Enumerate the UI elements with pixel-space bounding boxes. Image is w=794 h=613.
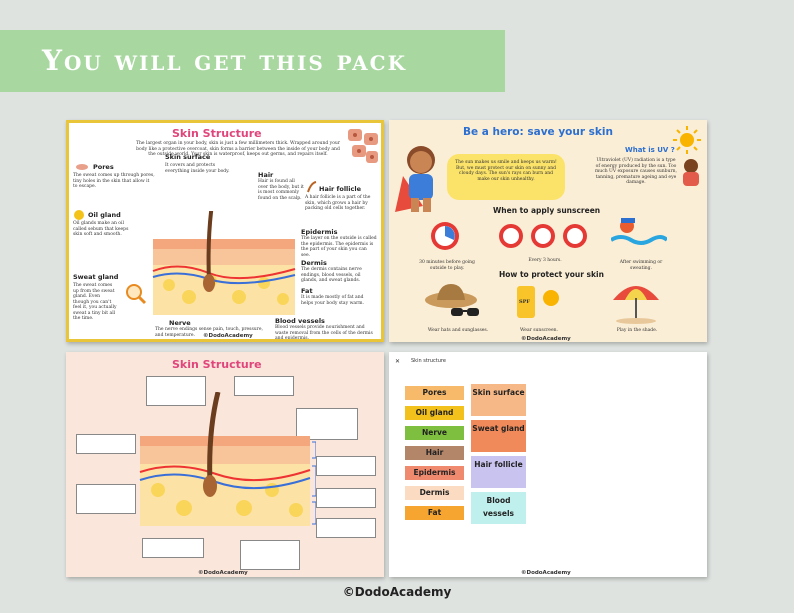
sunscreen-bottle-icon	[517, 286, 559, 318]
speech-bubble	[447, 154, 565, 200]
save-your-skin-card: Be a hero: save your skin The sun makes …	[389, 120, 707, 342]
card2-title: Be a hero: save your skin	[463, 126, 613, 138]
sunburn-person-icon	[683, 159, 699, 186]
copyright-text: ©DodoAcademy	[342, 585, 452, 599]
hair-follicle-label: Hair follicle	[319, 185, 361, 193]
card1-title: Skin Structure	[172, 127, 262, 140]
skin-structure-worksheet: Skin Structure ©DodoAcademy	[66, 352, 384, 577]
how-text-2: Wear sunscreen.	[520, 328, 558, 333]
dermis-text: The dermis contains nerve endings, blood…	[301, 267, 362, 283]
hero-girl-illustration	[395, 146, 435, 212]
sweat-gland-label: Sweat gland	[73, 273, 119, 281]
nerve-label: Nerve	[169, 319, 191, 327]
card1-intro: The largest organ in your body, skin is …	[136, 141, 340, 157]
epidermis-text: The layer on the outside is called the e…	[301, 236, 377, 258]
swimmer-icon	[611, 218, 667, 245]
spf-text: SPF	[519, 299, 530, 305]
tag-nerve[interactable]: Nerve	[405, 426, 464, 440]
hair-follicle-text: A hair follicle is a part of the skin, w…	[305, 195, 371, 211]
magnifier-icon	[126, 284, 147, 305]
card4-footer: ©DodoAcademy	[521, 570, 571, 576]
tag-sweat-gland[interactable]: Sweat gland	[471, 420, 526, 452]
tag-hair-follicle[interactable]: Hair follicle	[471, 456, 526, 488]
skin-cross-section	[152, 211, 296, 315]
epidermis-label: Epidermis	[301, 228, 338, 236]
umbrella-icon	[613, 286, 659, 324]
tag-hair[interactable]: Hair	[405, 446, 464, 460]
labels-cutout-card: ✕ Skin structure Pores Oil gland Nerve H…	[389, 352, 707, 577]
when-text-3: After swimming or sweating.	[619, 260, 663, 271]
tag-blood-vessels[interactable]: Blood vessels	[471, 492, 526, 524]
fat-label: Fat	[301, 287, 313, 295]
hair-label: Hair	[258, 171, 274, 179]
uv-title: What is UV ?	[625, 146, 675, 154]
how-text-3: Play in the shade.	[616, 328, 658, 333]
tag-dermis[interactable]: Dermis	[405, 486, 464, 500]
how-title: How to protect your skin	[499, 270, 604, 279]
nerve-text: The nerve endings sense pain, touch, pre…	[155, 327, 263, 338]
blood-vessels-label: Blood vessels	[275, 317, 325, 325]
pores-text: The sweat comes up through pores, tiny h…	[73, 173, 155, 189]
sweat-gland-text: The sweat comes up from the sweat gland.…	[73, 283, 117, 321]
label-box-10[interactable]	[240, 540, 300, 570]
pack-banner: You will get this pack	[0, 30, 505, 92]
skin-cells-illustration	[348, 129, 378, 163]
pores-icon	[76, 164, 88, 170]
hair-follicle-icon	[307, 181, 317, 193]
card3-footer: ©DodoAcademy	[198, 570, 248, 576]
skin-diagram	[139, 392, 316, 526]
card3-title: Skin Structure	[172, 358, 262, 371]
label-box-2[interactable]	[234, 376, 294, 396]
when-text-2: Every 3 hours.	[528, 258, 562, 263]
label-box-9[interactable]	[142, 538, 204, 558]
fat-text: It is made mostly of fat and helps your …	[301, 295, 364, 306]
tag-epidermis[interactable]: Epidermis	[405, 466, 464, 480]
alarm-clock-icon	[431, 222, 459, 250]
pores-label: Pores	[93, 163, 114, 171]
card1-footer: ©DodoAcademy	[203, 333, 253, 339]
label-box-1[interactable]	[146, 376, 206, 406]
label-box-3[interactable]	[296, 408, 358, 440]
skin-surface-text: It covers and protects everything inside…	[165, 163, 230, 174]
tag-oil-gland[interactable]: Oil gland	[405, 406, 464, 420]
skin-structure-card: Skin Structure The largest organ in your…	[66, 120, 384, 342]
oil-gland-label: Oil gland	[88, 211, 121, 219]
uv-text: Ultraviolet (UV) radiation is a type of …	[595, 158, 677, 185]
close-icon[interactable]: ✕	[395, 358, 401, 365]
sun-icon	[673, 126, 701, 154]
tag-skin-surface[interactable]: Skin surface	[471, 384, 526, 416]
tag-fat[interactable]: Fat	[405, 506, 464, 520]
label-box-6[interactable]	[316, 488, 376, 508]
dermis-label: Dermis	[301, 259, 327, 267]
oil-gland-icon	[74, 210, 84, 220]
card4-header: Skin structure	[411, 358, 446, 364]
when-text-1: 30 minutes before going outside to play.	[419, 260, 475, 271]
hat-sunglasses-icon	[425, 284, 479, 316]
skin-surface-label: Skin surface	[165, 153, 211, 161]
when-title: When to apply sunscreen	[493, 206, 601, 215]
oil-gland-text: Oil glands make an oil called sebum that…	[73, 221, 129, 237]
card2-footer: ©DodoAcademy	[521, 336, 571, 342]
speech-bubble-text: The sun makes us smile and keeps us warm…	[455, 160, 557, 182]
label-box-4[interactable]	[76, 434, 136, 454]
tag-pores[interactable]: Pores	[405, 386, 464, 400]
blood-vessels-text: Blood vessels provide nourishment and wa…	[275, 325, 373, 341]
label-box-7[interactable]	[316, 518, 376, 538]
label-box-5[interactable]	[316, 456, 376, 476]
three-alarm-clocks-icon	[499, 224, 587, 248]
banner-title: You will get this pack	[42, 44, 407, 77]
label-box-8[interactable]	[76, 484, 136, 514]
how-text-1: Wear hats and sunglasses.	[427, 328, 489, 333]
hair-text: Hair is found all over the body, but it …	[258, 179, 304, 201]
